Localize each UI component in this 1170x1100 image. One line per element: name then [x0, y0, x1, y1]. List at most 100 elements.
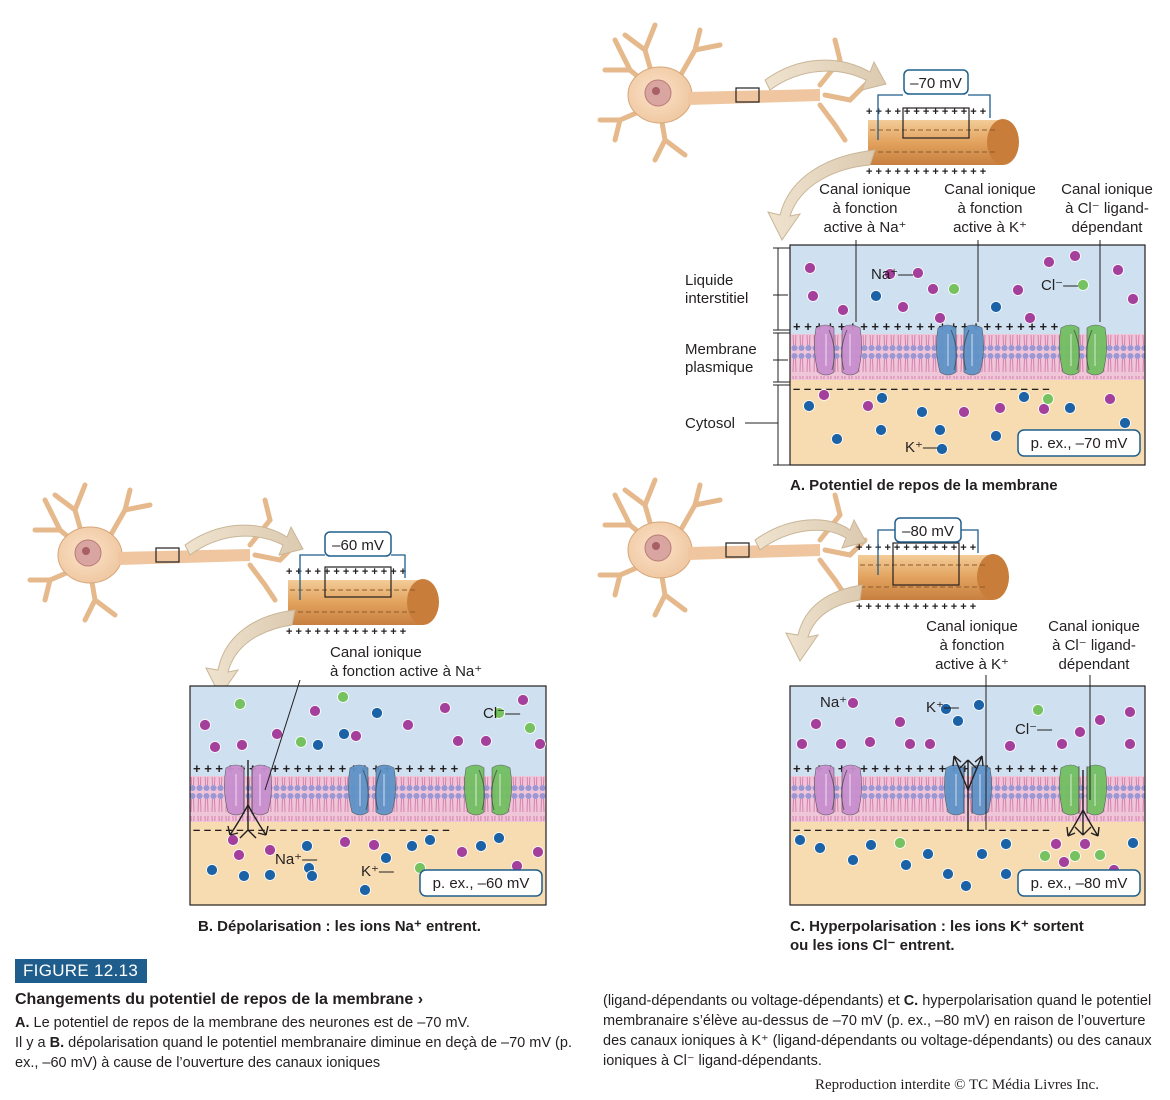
sodium-ion	[1124, 706, 1136, 718]
curved-arrow-icon	[205, 609, 296, 697]
k-channel-b	[348, 764, 396, 816]
voltmeter-reading-c: –80 mV	[902, 523, 954, 540]
chloride-ion	[524, 722, 536, 734]
svg-text:à Cl⁻ ligand-: à Cl⁻ ligand-	[1065, 200, 1149, 217]
potassium-ion	[942, 868, 954, 880]
sodium-ion	[904, 738, 916, 750]
label-cl-channel-c: Canal ionique	[1048, 618, 1140, 635]
label-interstitial: Liquide	[685, 272, 733, 289]
sodium-ion	[1079, 838, 1091, 850]
potassium-ion	[1127, 837, 1139, 849]
svg-text:interstitiel: interstitiel	[685, 290, 748, 307]
potassium-ion	[847, 854, 859, 866]
label-na-channel-a: Canal ionique	[819, 181, 911, 198]
curved-arrow-icon	[184, 524, 304, 556]
chloride-ion	[493, 707, 505, 719]
svg-text:dépendant: dépendant	[1059, 656, 1131, 673]
potassium-ion	[493, 832, 505, 844]
example-voltage-a: p. ex., –70 mV	[1031, 435, 1128, 452]
potassium-ion	[976, 848, 988, 860]
sodium-ion	[227, 834, 239, 846]
potassium-ion	[960, 880, 972, 892]
sodium-ion	[1094, 714, 1106, 726]
potassium-ion	[865, 839, 877, 851]
sodium-ion	[1056, 738, 1068, 750]
label-cl-ion-b: Cl⁻—	[483, 705, 520, 722]
potassium-ion	[1119, 417, 1131, 429]
sodium-ion	[835, 738, 847, 750]
sodium-ion	[1124, 738, 1136, 750]
sodium-ion	[864, 736, 876, 748]
chloride-ion	[1077, 279, 1089, 291]
figure-title: Changements du potentiel de repos de la …	[15, 991, 424, 1008]
potassium-ion	[940, 703, 952, 715]
cl-channel-a	[1059, 324, 1107, 376]
label-na-ion-a: Na⁺—	[871, 266, 913, 283]
svg-text:+ + + + + + + + + + + + +: + + + + + + + + + + + + +	[286, 566, 406, 578]
svg-text:à fonction: à fonction	[957, 200, 1022, 217]
potassium-ion	[338, 728, 350, 740]
label-k-ion-b: K⁺—	[361, 863, 394, 880]
arrow-na-influx-icon	[227, 804, 249, 836]
potassium-ion	[900, 859, 912, 871]
curved-arrow-icon	[785, 584, 863, 662]
chloride-ion	[295, 736, 307, 748]
svg-text:+ + + + + + + + + + + + +: + + + + + + + + + + + + +	[866, 106, 986, 118]
k-channel-a	[936, 324, 984, 376]
sodium-ion	[532, 846, 544, 858]
potassium-ion	[424, 834, 436, 846]
sodium-ion	[480, 735, 492, 747]
cl-channel-b	[464, 764, 512, 816]
sodium-ion	[517, 694, 529, 706]
potassium-ion	[875, 424, 887, 436]
example-voltage-c-box	[1017, 869, 1141, 897]
potassium-ion	[952, 715, 964, 727]
arrow-cl-influx-icon	[1074, 770, 1092, 836]
potassium-ion	[238, 870, 250, 882]
axon-segment-b: + + + + + + + + + + + + + + + + + + + + …	[286, 531, 439, 638]
label-membrane: Membrane	[685, 341, 757, 358]
sodium-ion	[264, 844, 276, 856]
potassium-ion	[312, 739, 324, 751]
caption-panel-b: B. Dépolarisation : les ions Na⁺ entrent…	[198, 918, 481, 935]
potassium-ion	[990, 430, 1002, 442]
potassium-ion	[1064, 402, 1076, 414]
potassium-ion	[1000, 838, 1012, 850]
sodium-ion	[847, 697, 859, 709]
svg-text:+ + + + + + + + + + + + +: + + + + + + + + + + + + +	[286, 626, 406, 638]
sodium-ion	[452, 735, 464, 747]
sodium-ion	[897, 301, 909, 313]
potassium-ion	[876, 392, 888, 404]
potassium-ion	[831, 433, 843, 445]
potassium-ion	[973, 699, 985, 711]
chloride-ion	[1039, 850, 1051, 862]
potassium-ion	[1018, 391, 1030, 403]
svg-text:à fonction: à fonction	[939, 637, 1004, 654]
sodium-ion	[1043, 256, 1055, 268]
voltmeter-reading-a: –70 mV	[910, 75, 962, 92]
potassium-ion	[934, 424, 946, 436]
potassium-ion	[475, 840, 487, 852]
sodium-ion	[810, 718, 822, 730]
voltmeter-icon	[324, 531, 392, 557]
potassium-ion	[814, 842, 826, 854]
neuron-cell-a	[597, 22, 868, 163]
svg-text:à Cl⁻ ligand-: à Cl⁻ ligand-	[1052, 637, 1136, 654]
sodium-ion	[209, 741, 221, 753]
sodium-ion	[1112, 264, 1124, 276]
potassium-ion	[1000, 868, 1012, 880]
caption-left: A. Le potentiel de repos de la membrane …	[15, 1015, 572, 1071]
sodium-ion	[456, 846, 468, 858]
sodium-ion	[1024, 312, 1036, 324]
potassium-ion	[264, 869, 276, 881]
sodium-ion	[534, 738, 546, 750]
label-na-ion-c: Na⁺	[820, 694, 847, 711]
sodium-ion	[807, 290, 819, 302]
sodium-ion	[271, 728, 283, 740]
sodium-ion	[924, 738, 936, 750]
potassium-ion	[380, 852, 392, 864]
axon-segment-a: + + + + + + + + + + + + + + + + + + + + …	[866, 69, 1019, 178]
svg-text:dépendant: dépendant	[1072, 219, 1144, 236]
sodium-ion	[1127, 293, 1139, 305]
sodium-ion	[804, 262, 816, 274]
